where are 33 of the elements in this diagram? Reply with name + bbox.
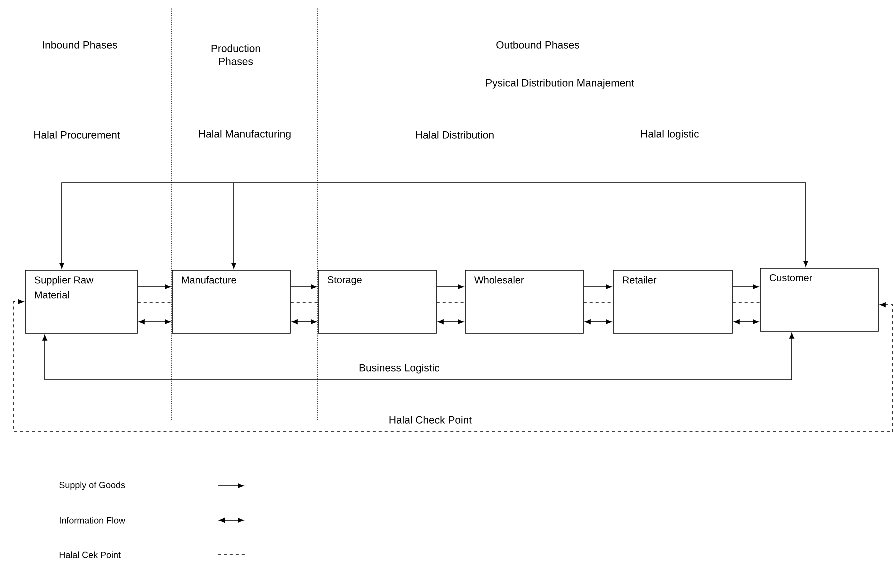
arrow xyxy=(292,320,317,324)
arrow xyxy=(734,320,759,324)
arrow xyxy=(732,284,759,290)
arrow xyxy=(138,284,171,290)
legend-label: Supply of Goods xyxy=(60,482,126,490)
process-box: Wholesaler xyxy=(465,270,584,334)
legend-label: Information Flow xyxy=(60,517,126,524)
arrow xyxy=(232,182,236,269)
phase-heading: Inbound Phases xyxy=(43,41,118,49)
arrow xyxy=(290,284,317,290)
phase-heading: Outbound Phases xyxy=(496,41,580,49)
arrow xyxy=(585,320,612,324)
arrow xyxy=(139,320,171,324)
process-box: Supplier Raw Material xyxy=(25,270,138,334)
arrow xyxy=(438,320,464,324)
arrow xyxy=(42,333,794,380)
section-heading: Pysical Distribution Manajement xyxy=(486,79,634,89)
phase-heading: Production Phases xyxy=(212,44,260,66)
edge-label: Business Logistic xyxy=(358,363,441,375)
process-box: Customer xyxy=(760,268,879,332)
process-box: Retailer xyxy=(613,270,733,334)
stage-label: Halal logistic xyxy=(642,130,700,140)
arrow xyxy=(14,300,894,432)
stage-label: Halal Procurement xyxy=(34,131,120,139)
legend-label: Halal Cek Point xyxy=(60,552,121,558)
stage-label: Halal Manufacturing xyxy=(199,130,291,140)
process-box: Manufacture xyxy=(172,270,291,334)
stage-label: Halal Distribution xyxy=(416,131,494,139)
arrow xyxy=(436,284,464,290)
process-box: Storage xyxy=(318,270,437,334)
arrow xyxy=(584,284,612,290)
edge-label: Halal Check Point xyxy=(388,415,474,425)
arrow xyxy=(60,182,808,269)
